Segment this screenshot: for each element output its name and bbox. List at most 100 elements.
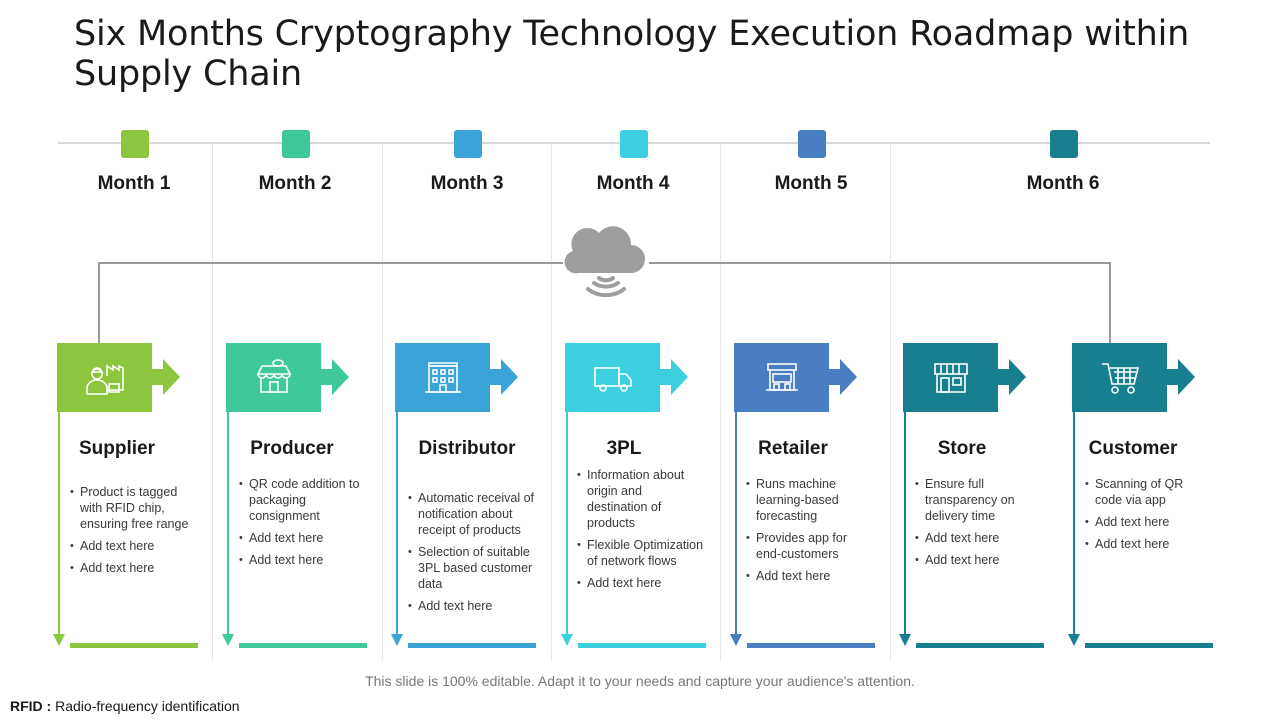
stage-base-bar [1085,643,1213,648]
stage-down-arrow [730,634,742,646]
truck-icon [593,366,632,392]
cloud-wifi-icon [563,226,649,298]
list-item: Automatic receival of notification about… [408,490,536,538]
list-item: Selection of suitable 3PL based customer… [408,544,536,592]
stage-bullets-retailer: Runs machine learning-based forecasting … [746,476,874,590]
stage-arrow-3pl [671,359,688,395]
stage-box-producer [226,343,321,412]
month-marker-2 [282,130,310,158]
list-item: Flexible Optimization of network flows [577,537,705,569]
month-marker-5 [798,130,826,158]
stage-base-bar [239,643,367,648]
column-divider [551,143,552,661]
stage-down-arrow [899,634,911,646]
list-item: Scanning of QR code via app [1085,476,1213,508]
month-marker-4 [620,130,648,158]
stage-down-line [566,412,568,636]
list-item: Product is tagged with RFID chip, ensuri… [70,484,198,532]
stage-bullets-customer: Scanning of QR code via app Add text her… [1085,476,1213,558]
stage-down-line [904,412,906,636]
stage-down-arrow [53,634,65,646]
stage-arrow-store [1009,359,1026,395]
list-item: Add text here [70,538,198,554]
stage-bullets-supplier: Product is tagged with RFID chip, ensuri… [70,484,198,582]
stage-box-store [903,343,998,412]
page-title: Six Months Cryptography Technology Execu… [74,14,1190,94]
column-divider [890,143,891,661]
month-marker-6 [1050,130,1078,158]
footnote-definition: Radio-frequency identification [51,698,240,714]
stage-base-bar [408,643,536,648]
stage-down-line [1073,412,1075,636]
stage-title-supplier: Supplier [78,438,156,459]
list-item: Add text here [577,575,705,591]
month-marker-1 [121,130,149,158]
building-icon [424,361,461,393]
stage-base-bar [70,643,198,648]
stage-box-supplier [57,343,152,412]
stage-title-3pl: 3PL [606,438,642,459]
month-label-5: Month 5 [774,173,848,194]
list-item: Add text here [915,530,1043,546]
list-item: Add text here [746,568,874,584]
stage-title-store: Store [937,438,987,459]
stage-base-bar [916,643,1044,648]
stage-title-distributor: Distributor [418,438,516,459]
list-item: Add text here [70,560,198,576]
stage-down-arrow [561,634,573,646]
stage-down-arrow [1068,634,1080,646]
month-marker-3 [454,130,482,158]
list-item: Information about origin and destination… [577,467,705,531]
footnote: RFID : Radio-frequency identification [10,698,240,714]
stage-title-customer: Customer [1088,438,1178,459]
worker-factory-icon [85,364,124,395]
stage-bullets-3pl: Information about origin and destination… [577,467,705,597]
stage-box-distributor [395,343,490,412]
list-item: Provides app for end-customers [746,530,874,562]
stage-arrow-producer [332,359,349,395]
list-item: Ensure full transparency on delivery tim… [915,476,1043,524]
stage-arrow-retailer [840,359,857,395]
column-divider [382,143,383,661]
stage-title-retailer: Retailer [758,438,828,459]
stage-down-arrow [391,634,403,646]
footnote-term: RFID : [10,698,52,714]
footer-note: This slide is 100% editable. Adapt it to… [365,673,915,689]
month-label-3: Month 3 [430,173,504,194]
stage-bullets-distributor: Automatic receival of notification about… [408,490,536,620]
farm-shop-icon [256,358,291,393]
stage-arrow-customer [1178,359,1195,395]
stage-box-3pl [565,343,660,412]
stage-base-bar [747,643,875,648]
stage-down-line [735,412,737,636]
stage-base-bar [578,643,706,648]
shopping-cart-icon [1101,362,1139,394]
list-item: Runs machine learning-based forecasting [746,476,874,524]
list-item: Add text here [1085,514,1213,530]
list-item: Add text here [239,552,367,568]
stage-bullets-store: Ensure full transparency on delivery tim… [915,476,1043,574]
stage-title-producer: Producer [250,438,334,459]
stage-arrow-supplier [163,359,180,395]
column-divider [212,143,213,661]
stage-arrow-distributor [501,359,518,395]
list-item: Add text here [239,530,367,546]
month-label-4: Month 4 [596,173,670,194]
stage-box-customer [1072,343,1167,412]
list-item: Add text here [408,598,536,614]
column-divider [720,143,721,661]
list-item: Add text here [1085,536,1213,552]
stage-box-retailer [734,343,829,412]
month-label-2: Month 2 [258,173,332,194]
stage-down-line [58,412,60,636]
storefront-icon [933,362,968,393]
stage-bullets-producer: QR code addition to packaging consignmen… [239,476,367,574]
list-item: Add text here [915,552,1043,568]
month-label-6: Month 6 [1026,173,1100,194]
shop-counter-icon [765,362,798,391]
stage-down-arrow [222,634,234,646]
stage-down-line [227,412,229,636]
stage-down-line [396,412,398,636]
month-label-1: Month 1 [97,173,171,194]
list-item: QR code addition to packaging consignmen… [239,476,367,524]
